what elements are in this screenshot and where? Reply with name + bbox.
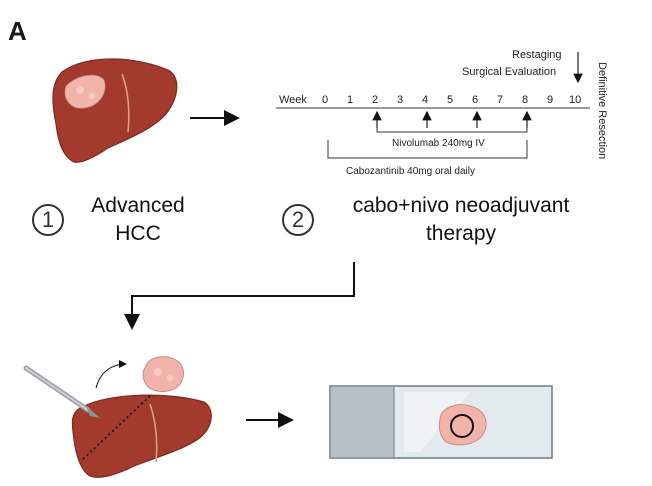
surgical-evaluation-label: Surgical Evaluation	[462, 66, 557, 78]
step-1-label: Advanced HCC	[70, 192, 206, 248]
week-tick-10: 10	[569, 94, 582, 106]
step-1-line-2: HCC	[115, 222, 161, 245]
week-tick-5: 5	[447, 94, 454, 106]
week-tick-7: 7	[497, 94, 504, 106]
flow-elbow-arrow	[124, 262, 355, 330]
week-tick-0: 0	[322, 94, 329, 106]
week-tick-1: 1	[347, 94, 354, 106]
week-label: Week	[279, 94, 307, 106]
week-tick-2: 2	[372, 94, 379, 106]
step-2-number: 2	[282, 204, 314, 236]
step-2-label: cabo+nivo neoadjuvant therapy	[326, 192, 596, 248]
step-2-line-2: therapy	[425, 222, 497, 245]
week-tick-3: 3	[397, 94, 404, 106]
step-1-line-1: Advanced	[91, 194, 185, 217]
week-tick-6: 6	[472, 94, 479, 106]
restaging-label: Restaging	[512, 49, 562, 61]
excised-tumor-icon	[142, 356, 184, 392]
liver-icon	[52, 58, 178, 163]
cabozantinib-label: Cabozantinib 40mg oral daily	[346, 166, 475, 177]
histology-slide-icon	[329, 385, 553, 459]
week-tick-9: 9	[547, 94, 554, 106]
step-2-line-1: cabo+nivo neoadjuvant	[352, 194, 570, 217]
scalpel-icon	[23, 365, 100, 418]
definitive-resection-label: Definitive Resection	[596, 62, 608, 160]
nivolumab-label: Nivolumab 240mg IV	[392, 138, 485, 149]
week-tick-8: 8	[522, 94, 529, 106]
timeline-axis	[276, 52, 590, 159]
resection-liver-icon	[71, 394, 212, 478]
panel-label: A	[8, 16, 27, 46]
week-tick-4: 4	[422, 94, 429, 106]
excision-curved-arrow	[95, 360, 127, 389]
step-1-number: 1	[32, 204, 64, 236]
